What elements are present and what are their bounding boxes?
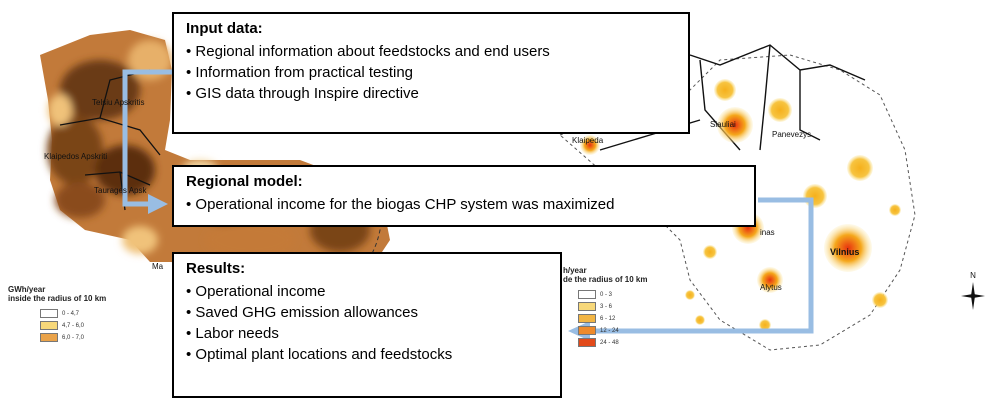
map-label: Klaipeda xyxy=(572,136,604,145)
hotspot xyxy=(847,155,873,181)
hotspot xyxy=(872,292,888,308)
map-label: Taurages Apsk xyxy=(94,186,147,195)
legend-item: 4,7 - 6,0 xyxy=(40,321,84,330)
hotspot xyxy=(580,135,600,155)
legend-swatch xyxy=(40,309,58,318)
left-legend-title: GWh/year inside the radius of 10 km xyxy=(8,285,107,303)
hotspot xyxy=(757,267,783,293)
hotspot xyxy=(703,245,717,259)
map-label: Panevezys xyxy=(772,130,812,139)
input-data-box: Input data: Regional information about f… xyxy=(172,12,690,134)
regional-model-item: Operational income for the biogas CHP sy… xyxy=(186,194,744,215)
hotspot xyxy=(759,319,771,331)
results-item: Optimal plant locations and feedstocks xyxy=(186,344,550,365)
legend-swatch xyxy=(578,290,596,299)
arrow-model-to-results xyxy=(586,197,814,334)
results-item: Labor needs xyxy=(186,323,550,344)
right-legend-title: h/year de the radius of 10 km xyxy=(563,266,648,284)
legend-item: 6,0 - 7,0 xyxy=(40,333,84,342)
legend-swatch xyxy=(40,333,58,342)
legend-swatch xyxy=(578,326,596,335)
input-data-item: Regional information about feedstocks an… xyxy=(186,41,678,62)
hotspot xyxy=(768,98,792,122)
legend-item: 24 - 48 xyxy=(578,338,619,347)
hotspot xyxy=(803,184,827,208)
legend-item: 12 - 24 xyxy=(578,326,619,335)
input-data-item: GIS data through Inspire directive xyxy=(186,83,678,104)
regional-model-box: Regional model: Operational income for t… xyxy=(172,165,756,227)
legend-swatch xyxy=(578,338,596,347)
legend-item: 0 - 3 xyxy=(578,290,612,299)
legend-swatch xyxy=(578,314,596,323)
map-label: Siauliai xyxy=(710,120,736,129)
results-title: Results: xyxy=(186,260,246,277)
map-label: Telsiu Apskritis xyxy=(92,98,145,107)
arrowhead-input-to-model xyxy=(148,194,168,214)
hotspot xyxy=(714,79,736,101)
hotspot xyxy=(685,290,695,300)
input-data-title: Input data: xyxy=(186,20,263,37)
hotspot xyxy=(889,204,901,216)
hotspot xyxy=(824,224,872,272)
hotspot xyxy=(717,107,753,143)
results-box: Results: Operational income Saved GHG em… xyxy=(172,252,562,398)
regional-model-title: Regional model: xyxy=(186,173,303,190)
legend-item: 6 - 12 xyxy=(578,314,615,323)
svg-text:N: N xyxy=(970,271,976,280)
hotspot xyxy=(695,315,705,325)
legend-item: 0 - 4,7 xyxy=(40,309,79,318)
north-arrow-icon: N xyxy=(960,270,986,325)
map-label: Vilnius xyxy=(830,247,860,257)
map-label: Ma xyxy=(152,262,164,271)
legend-swatch xyxy=(40,321,58,330)
input-data-item: Information from practical testing xyxy=(186,62,678,83)
county-borders-right xyxy=(599,44,866,151)
map-label: Alytus xyxy=(760,283,782,292)
map-label: Klaipedos Apskriti xyxy=(44,152,108,161)
legend-item: 3 - 6 xyxy=(578,302,612,311)
arrow-input-to-model xyxy=(122,69,172,207)
results-item: Operational income xyxy=(186,281,550,302)
map-label: inas xyxy=(760,228,775,237)
county-borders-left xyxy=(59,69,161,211)
results-item: Saved GHG emission allowances xyxy=(186,302,550,323)
legend-swatch xyxy=(578,302,596,311)
